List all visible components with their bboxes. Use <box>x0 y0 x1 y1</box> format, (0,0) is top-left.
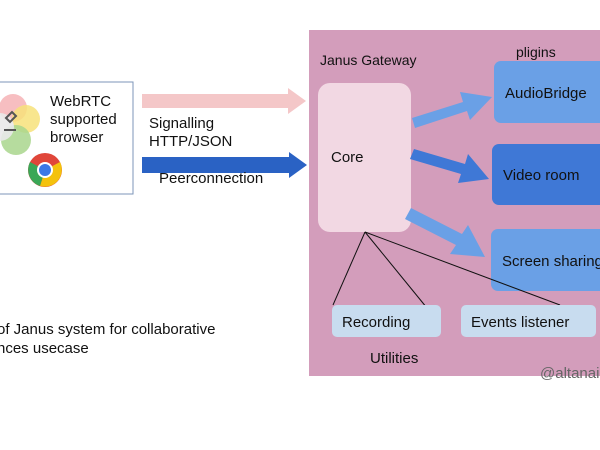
plugin-screensharing-box <box>491 229 600 291</box>
utilities-title: Utilities <box>370 350 418 367</box>
arrow-core-to-videoroom <box>410 149 489 183</box>
core-label: Core <box>331 149 364 166</box>
signalling-arrow <box>142 88 306 114</box>
line-core-to-screensharing <box>364 231 561 306</box>
signalling-label-line-1: Signalling <box>149 115 214 132</box>
utility-recording-box <box>332 305 441 337</box>
peerconnection-arrow <box>142 152 307 178</box>
browser-logos-icon <box>0 94 62 187</box>
browser-label-line-3: browser <box>50 129 103 146</box>
browser-label-line-1: WebRTC <box>50 93 111 110</box>
arrow-core-to-audiobridge <box>412 92 492 128</box>
utility-events-box <box>461 305 596 337</box>
plugin-videoroom-box <box>492 144 600 205</box>
plugins-title: pligins <box>516 44 556 60</box>
line-core-to-events <box>364 231 428 309</box>
watermark: @altanai <box>540 365 599 382</box>
caption-line-2: nces usecase <box>0 340 89 357</box>
browser-label-line-2: supported <box>50 111 117 128</box>
diagram-caption: of Janus system for collaborative nces u… <box>0 320 300 358</box>
line-core-to-recording <box>332 231 366 306</box>
plugin-screensharing-label: Screen sharing <box>502 253 600 270</box>
plugin-audiobridge-label: AudioBridge <box>505 85 587 102</box>
plugin-videoroom-label: Video room <box>503 167 579 184</box>
utility-recording-label: Recording <box>342 314 410 331</box>
utility-events-label: Events listener <box>471 314 569 331</box>
plugin-audiobridge-box <box>494 61 600 123</box>
peerconnection-label: Peerconnection <box>159 170 263 187</box>
caption-line-1: of Janus system for collaborative <box>0 321 216 338</box>
janus-gateway-title: Janus Gateway <box>320 52 417 68</box>
arrow-core-to-screensharing <box>405 208 485 257</box>
core-box <box>318 83 411 232</box>
signalling-label-line-2: HTTP/JSON <box>149 133 232 150</box>
